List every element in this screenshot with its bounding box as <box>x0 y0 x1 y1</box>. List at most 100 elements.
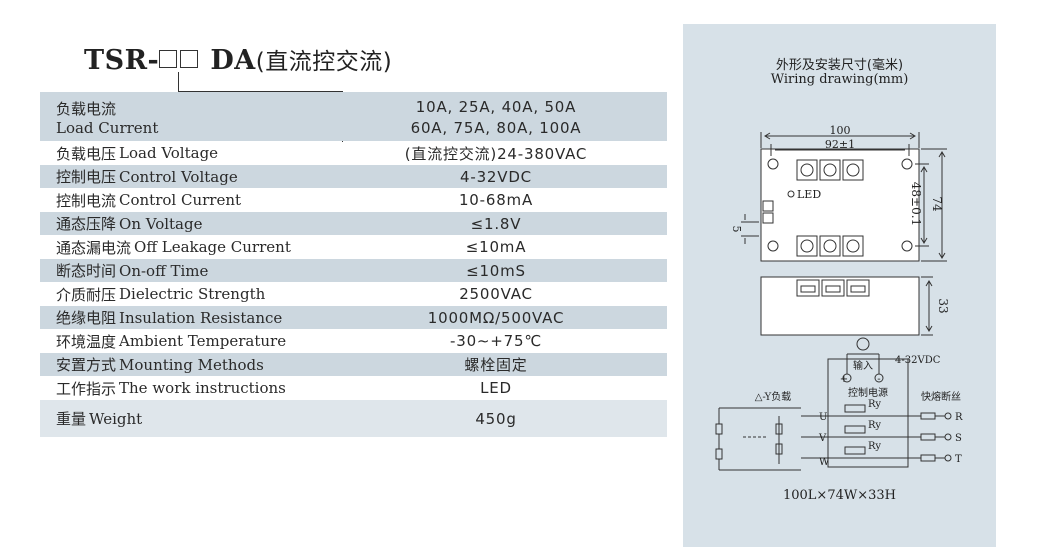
spec-label-cn: 介质耐压 <box>56 285 117 304</box>
spec-label-en: Load Current <box>56 119 159 137</box>
mount-hole-icon <box>901 240 913 252</box>
title-cn: (直流控交流) <box>255 49 393 75</box>
spec-value: 螺栓固定 <box>464 356 528 374</box>
spec-label-en: Ambient Temperature <box>119 332 287 350</box>
spec-label-cn: 安置方式 <box>56 356 117 374</box>
wiring-diagram <box>715 337 952 471</box>
drawing-title-cn: 外形及安装尺寸(毫米) <box>775 58 904 73</box>
spec-label-cn: 断态时间 <box>56 262 117 280</box>
drawing-title-en: Wiring drawing(mm) <box>770 72 909 87</box>
spec-label-en: Load Voltage <box>119 144 219 162</box>
spec-label-cn: 绝缘电阻 <box>56 309 117 327</box>
spec-label-cn: 控制电流 <box>56 191 117 210</box>
mount-hole-icon <box>767 158 779 170</box>
placeholder-box-icon <box>180 50 199 68</box>
bracket-line <box>178 72 179 92</box>
phase-s-label: S <box>955 433 962 444</box>
spec-value: 10A, 25A, 40A, 50A <box>415 98 577 116</box>
spec-label-cn: 负载电流 <box>56 100 117 118</box>
ry-label: Ry <box>868 441 881 452</box>
spec-label-cn: 通态漏电流 <box>56 238 132 257</box>
led-label: LED <box>797 188 821 201</box>
spec-table: 负载电流 Load Current 10A, 25A, 40A, 50A 60A… <box>40 92 667 437</box>
fuse-label: 快熔断丝 <box>921 390 961 403</box>
spec-value: ≤10mS <box>466 261 526 280</box>
spec-label-cn: 通态压降 <box>56 215 117 233</box>
spec-label-cn: 控制电压 <box>56 168 117 186</box>
spec-value: ≤10mA <box>465 238 527 256</box>
spec-value: ≤1.8V <box>470 214 522 233</box>
spec-label-en: Dielectric Strength <box>119 285 266 303</box>
spec-label-en: On Voltage <box>119 214 203 233</box>
mount-hole-icon <box>901 158 913 170</box>
vdc-label: 4-32VDC <box>895 355 941 366</box>
model-suffix: DA <box>210 45 256 76</box>
dim-48-label: 48±0.1 <box>909 182 923 226</box>
led-icon <box>787 190 795 198</box>
spec-value: 450g <box>475 409 517 428</box>
spec-label-cn: 负载电压 <box>56 144 117 163</box>
spec-value: 10-68mA <box>458 191 534 209</box>
wiring-drawing-panel: 外形及安装尺寸(毫米) Wiring drawing(mm) <box>683 24 996 547</box>
ry-label: Ry <box>868 420 881 431</box>
spec-label-en: Weight <box>89 409 143 428</box>
spec-label-en: Control Voltage <box>119 167 238 186</box>
spec-value: 2500VAC <box>459 285 533 303</box>
dim-5-label: 5 <box>730 226 743 233</box>
relay-block <box>827 358 909 468</box>
phase-w-label: W <box>819 457 830 468</box>
top-view <box>741 132 947 262</box>
dim-33-label: 33 <box>936 298 950 313</box>
spec-label-en: Mounting Methods <box>119 355 264 374</box>
minus-label: - <box>877 374 880 385</box>
placeholder-box-icon <box>159 50 178 68</box>
dim-92-label: 92±1 <box>825 138 855 151</box>
spec-value: 60A, 75A, 80A, 100A <box>410 119 582 137</box>
side-view <box>760 276 933 336</box>
overall-dimensions: 100L×74W×33H <box>782 488 896 503</box>
phase-v-label: V <box>818 433 827 444</box>
spec-label-cn: 工作指示 <box>56 379 117 398</box>
spec-value: (直流控交流)24-380VAC <box>404 144 588 163</box>
model-prefix: TSR- <box>84 45 160 76</box>
dim-74-label: 74 <box>930 196 944 212</box>
plus-label: + <box>840 374 848 385</box>
technical-drawing: 100 92±1 LED 48±0.1 74 5 33 <box>715 124 963 471</box>
spec-label-cn: 环境温度 <box>56 332 117 351</box>
mount-hole-icon <box>767 240 779 252</box>
spec-label-en: Control Current <box>119 191 242 209</box>
terminal-minus-icon <box>874 373 884 383</box>
spec-label-cn: 重量 <box>56 410 87 428</box>
ry-label: Ry <box>868 399 881 410</box>
spec-label-en: On-off Time <box>119 261 209 280</box>
phase-u-label: U <box>819 412 827 423</box>
spec-value: 4-32VDC <box>460 167 532 186</box>
ctrl-power-label: 控制电源 <box>848 386 888 399</box>
input-label: 输入 <box>853 359 873 372</box>
phase-t-label: T <box>955 454 962 465</box>
spec-value: LED <box>480 379 512 397</box>
phase-r-label: R <box>955 412 963 423</box>
spec-label-en: Off Leakage Current <box>134 238 291 256</box>
terminal-plus-icon <box>842 373 852 383</box>
product-title: TSR- DA(直流控交流) <box>84 42 392 76</box>
bracket-line <box>178 91 342 92</box>
spec-row-load-current: 负载电流 Load Current 10A, 25A, 40A, 50A 60A… <box>40 92 667 141</box>
load-label: △-Y负载 <box>755 390 792 403</box>
input-source-icon <box>856 337 870 351</box>
spec-label-en: The work instructions <box>119 379 286 397</box>
spec-label-en: Insulation Resistance <box>119 308 283 327</box>
spec-value: 1000MΩ/500VAC <box>427 308 565 327</box>
spec-value: -30∼+75℃ <box>450 332 542 350</box>
